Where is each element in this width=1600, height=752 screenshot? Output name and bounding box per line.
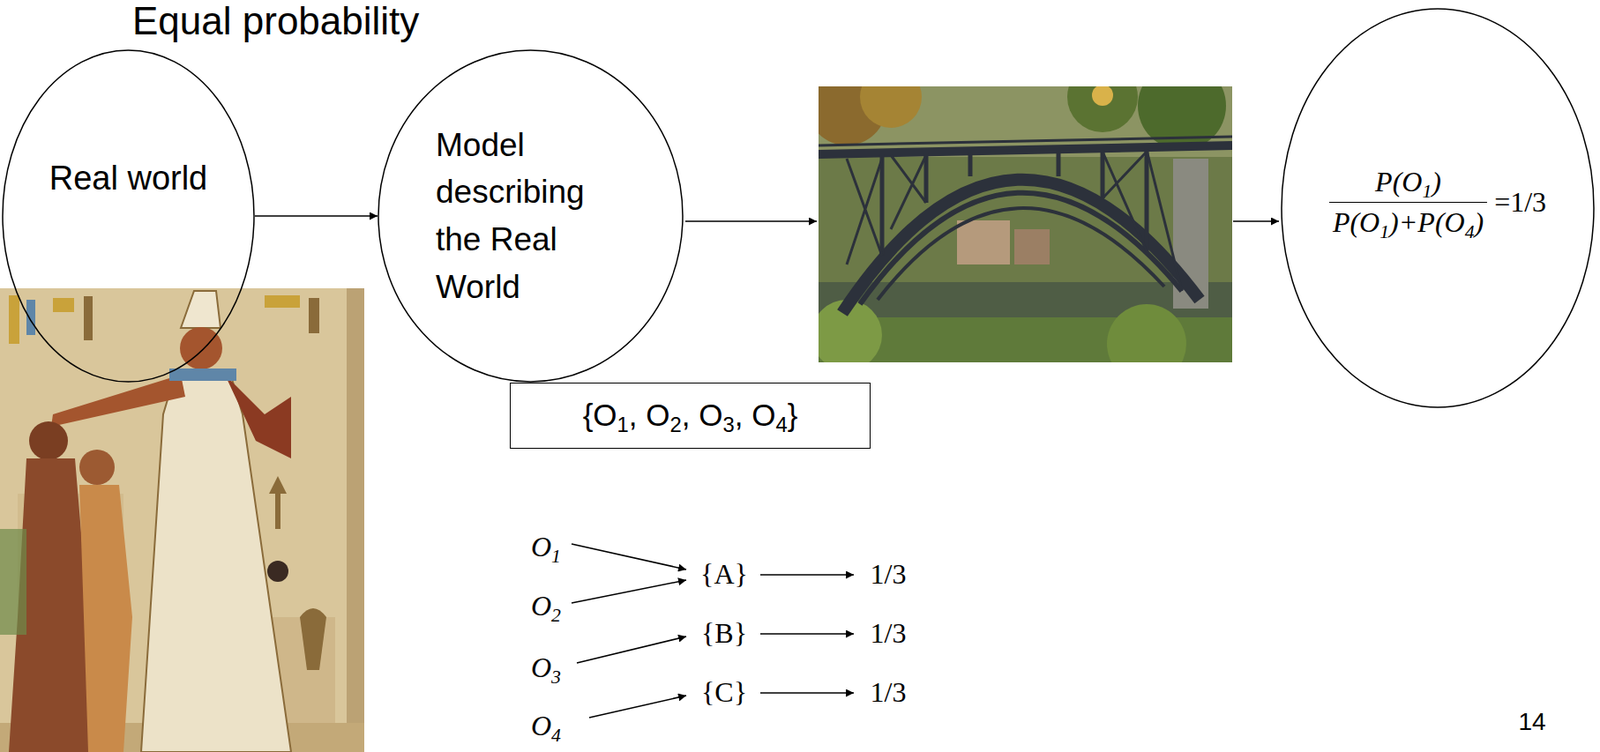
- captive-garment: [0, 529, 27, 636]
- relief-disc: [267, 560, 289, 583]
- event-label: {A}: [700, 559, 748, 591]
- circle-outline: [1, 49, 255, 383]
- egyptian-relief: [0, 288, 365, 752]
- bridge-deck: [818, 145, 1233, 155]
- bridge-lattice: [846, 149, 1182, 292]
- bridge-photo: [818, 86, 1233, 363]
- relief-edge: [346, 288, 365, 752]
- outcome-label: O2: [530, 590, 561, 622]
- arrow: [760, 692, 854, 695]
- tree: [1091, 86, 1114, 106]
- arrow: [589, 695, 687, 718]
- formula-circle: P(O1)P(O1)+P(O4)=1/3: [1280, 7, 1595, 409]
- node-text: Model describing the Real World: [435, 121, 632, 312]
- hieroglyph: [26, 299, 36, 336]
- arrow: [760, 574, 854, 576]
- slide-title: Equal probability: [132, 1, 419, 41]
- denominator: P(O1)+P(O4): [1329, 201, 1488, 240]
- ankh: [269, 476, 287, 530]
- collar: [169, 368, 237, 382]
- hieroglyph: [8, 295, 20, 344]
- connector-arrow: [254, 215, 378, 217]
- outcome-label: O3: [530, 652, 561, 684]
- house: [1014, 229, 1050, 265]
- arrow: [685, 220, 817, 223]
- house: [957, 220, 1010, 265]
- arrow: [571, 580, 687, 604]
- outcome-label: O1: [530, 531, 561, 563]
- bridge-rail: [818, 136, 1233, 146]
- captive-body: [79, 485, 133, 752]
- circle-outline: [2, 50, 255, 382]
- layout-arrows: [571, 221, 1279, 718]
- hieroglyph: [83, 296, 93, 341]
- world-circle: Real world: [1, 49, 255, 383]
- result: =1/3: [1494, 185, 1547, 219]
- captive-head: [29, 421, 68, 461]
- tree: [859, 86, 922, 128]
- circle-outline: [1281, 8, 1594, 408]
- arrow: [1233, 220, 1279, 223]
- formula: P(O1)P(O1)+P(O4)=1/3: [1329, 164, 1547, 240]
- fraction: P(O1)P(O1)+P(O4): [1329, 164, 1488, 240]
- crown: [180, 291, 221, 329]
- probability-label: 1/3: [870, 559, 907, 591]
- node-text: Real world: [49, 154, 209, 203]
- arrow: [571, 544, 687, 570]
- bridge-arch: [877, 208, 1165, 300]
- page-number: 14: [1517, 709, 1546, 737]
- bridge-arch: [859, 193, 1182, 305]
- pharaoh-arm: [224, 374, 292, 459]
- arrow: [760, 633, 854, 636]
- ankh: [299, 608, 327, 671]
- captive-head: [79, 449, 115, 486]
- arrow: [576, 636, 687, 664]
- hieroglyph: [308, 298, 320, 334]
- outcome-box: {O1, O2, O3, O4}: [509, 382, 871, 449]
- tree: [1137, 86, 1227, 150]
- circle-outline: [378, 50, 683, 382]
- tree: [1067, 86, 1138, 133]
- node-text: {O1, O2, O3, O4}: [583, 393, 799, 439]
- shrub: [1106, 304, 1187, 363]
- event-label: {B}: [701, 618, 748, 650]
- event-label: {C}: [701, 677, 748, 709]
- model-circle: Model describing the Real World: [377, 49, 684, 383]
- relief-ground: [0, 288, 365, 752]
- numerator: P(O1): [1375, 164, 1442, 202]
- outcome-label: O4: [530, 710, 561, 742]
- hieroglyph: [52, 298, 75, 313]
- hieroglyph: [264, 295, 300, 308]
- pharaoh-robe: [141, 370, 292, 752]
- probability-label: 1/3: [870, 677, 907, 709]
- pharaoh-arm: [51, 374, 186, 427]
- circle-outline: [377, 49, 684, 383]
- probability-label: 1/3: [870, 618, 907, 650]
